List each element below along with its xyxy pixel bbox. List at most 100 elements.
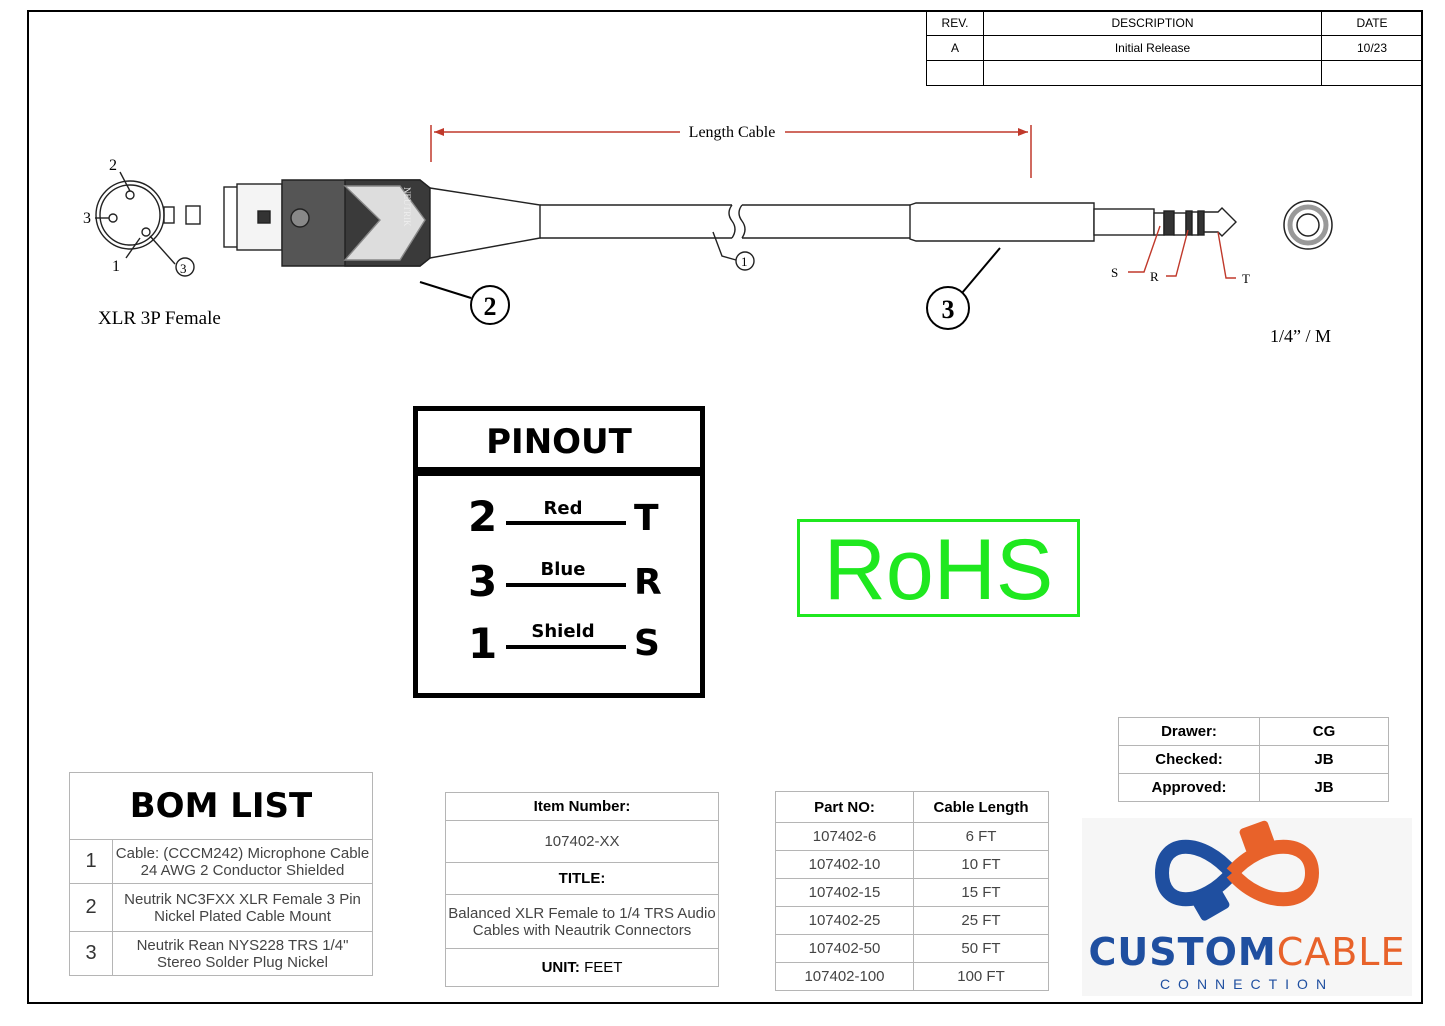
pin-number: 3: [468, 557, 498, 606]
item-info-table: Item Number: 107402-XX TITLE: Balanced X…: [445, 792, 719, 987]
callout-2-icon: [419, 281, 510, 325]
logo-word-cable: CABLE: [1276, 930, 1406, 974]
trs-ring-label: R: [1150, 269, 1159, 284]
wire-line: [506, 645, 626, 649]
approval-row: Checked: JB: [1118, 745, 1389, 774]
approval-label: Drawer:: [1118, 717, 1260, 746]
company-logo: CUSTOMCABLE CONNECTION: [1082, 818, 1412, 996]
bom-line: Cable: (CCCM242) Microphone Cable: [115, 844, 370, 862]
title-label: TITLE:: [445, 862, 719, 895]
xlr-pin-1: 1: [112, 258, 120, 275]
wire-color: Red: [543, 498, 583, 519]
unit-cell: UNIT: FEET: [445, 948, 719, 987]
approval-value: JB: [1259, 745, 1389, 774]
parts-header-row: Part NO: Cable Length: [775, 791, 1049, 823]
cable-length: 6 FT: [913, 822, 1049, 851]
bom-item-number: 2: [69, 883, 113, 932]
part-number: 107402-15: [775, 878, 914, 907]
pin-number: 2: [468, 492, 498, 541]
pinout-row: 1 Shield S: [418, 611, 700, 671]
pin-number: 1: [468, 619, 498, 668]
part-number: 107402-25: [775, 906, 914, 935]
xlr-label: XLR 3P Female: [98, 308, 221, 329]
wire-line: [506, 583, 626, 587]
xlr-callout-3: 3: [180, 261, 187, 276]
description-header: DESCRIPTION: [983, 10, 1322, 36]
trs-plug-icon: [909, 202, 1237, 242]
item-number-row: 107402-XX: [445, 820, 719, 863]
item-number-label-row: Item Number:: [445, 792, 719, 821]
cable-callout-1: 1: [741, 254, 748, 269]
plug-contact: S: [634, 623, 660, 664]
logo-subtitle: CONNECTION: [1159, 976, 1335, 992]
bom-line: Nickel Plated Cable Mount: [154, 907, 331, 925]
cable-length: 50 FT: [913, 934, 1049, 963]
cable-length: 100 FT: [913, 962, 1049, 991]
xlr-pin-3: 3: [83, 210, 91, 227]
item-number-label: Item Number:: [445, 792, 719, 821]
pinout-row: 2 Red T: [418, 486, 700, 546]
cable-length: 25 FT: [913, 906, 1049, 935]
cable-icon: [540, 204, 910, 271]
unit-value: FEET: [584, 959, 623, 976]
plug-contact: R: [634, 562, 662, 603]
item-number-value: 107402-XX: [445, 820, 719, 863]
bom-row: 1 Cable: (CCCM242) Microphone Cable 24 A…: [69, 839, 373, 884]
bom-title: BOM LIST: [69, 772, 373, 840]
part-number: 107402-10: [775, 850, 914, 879]
approval-label: Approved:: [1118, 773, 1260, 802]
bom-item-description: Neutrik Rean NYS228 TRS 1/4" Stereo Sold…: [112, 931, 373, 976]
cable-loop-logo-icon: [1154, 820, 1320, 921]
xlr-pin-2: 2: [109, 157, 117, 174]
bom-line: Neutrik NC3FXX XLR Female 3 Pin: [124, 890, 361, 908]
pinout-title: PINOUT: [418, 411, 700, 476]
approval-row: Approved: JB: [1118, 773, 1389, 802]
revision-row-empty: [926, 60, 1423, 86]
bom-line: 24 AWG 2 Conductor Shielded: [140, 861, 345, 879]
date-cell: 10/23: [1321, 35, 1423, 61]
revision-table: REV. DESCRIPTION DATE A Initial Release …: [926, 10, 1423, 86]
title-value: Balanced XLR Female to 1/4 TRS Audio Cab…: [445, 894, 719, 949]
part-number: 107402-100: [775, 962, 914, 991]
revision-row: A Initial Release 10/23: [926, 35, 1423, 61]
bom-item-description: Cable: (CCCM242) Microphone Cable 24 AWG…: [112, 839, 373, 884]
length-dimension: [430, 125, 1032, 178]
cable-drawing: Length Cable 2 3 1 3 XLR 3P Female NEUTR…: [83, 124, 1333, 346]
neutrik-brand: NEUTRIK: [402, 187, 412, 227]
bom-line: Stereo Solder Plug Nickel: [157, 953, 328, 971]
pinout-row: 3 Blue R: [418, 549, 700, 609]
trs-tip-label: T: [1242, 271, 1250, 286]
logo-word-custom: CUSTOM: [1088, 930, 1277, 974]
bom-item-number: 3: [69, 931, 113, 976]
trs-leaders: [1128, 225, 1236, 279]
drawing-frame: [27, 10, 1423, 1004]
trs-end-view-icon: [1283, 200, 1333, 250]
rev-cell: [926, 60, 984, 86]
plug-label: 1/4” / M: [1270, 326, 1331, 346]
title-label-row: TITLE:: [445, 862, 719, 895]
cable-length: 15 FT: [913, 878, 1049, 907]
bom-title-row: BOM LIST: [69, 772, 373, 840]
xlr-connector-icon: NEUTRIK: [223, 179, 541, 267]
callout-3-icon: [926, 247, 1001, 330]
approval-table: Drawer: CG Checked: JB Approved: JB: [1118, 717, 1389, 802]
xlr-face-icon: [95, 171, 201, 277]
cable-length-header: Cable Length: [913, 791, 1049, 823]
title-line: Cables with Neautrik Connectors: [472, 921, 692, 939]
wire-color: Blue: [540, 559, 586, 580]
approval-label: Checked:: [1118, 745, 1260, 774]
revision-header-row: REV. DESCRIPTION DATE: [926, 10, 1423, 36]
wire-color: Shield: [531, 621, 595, 642]
length-label: Length Cable: [689, 124, 776, 141]
date-cell: [1321, 60, 1423, 86]
trs-sleeve-label: S: [1111, 265, 1118, 280]
callout-2-label: 2: [484, 292, 497, 321]
approval-value: JB: [1259, 773, 1389, 802]
bom-row: 2 Neutrik NC3FXX XLR Female 3 Pin Nickel…: [69, 883, 373, 932]
logo-wordmark: CUSTOMCABLE: [1082, 930, 1412, 974]
rohs-badge: RoHS: [797, 519, 1080, 618]
